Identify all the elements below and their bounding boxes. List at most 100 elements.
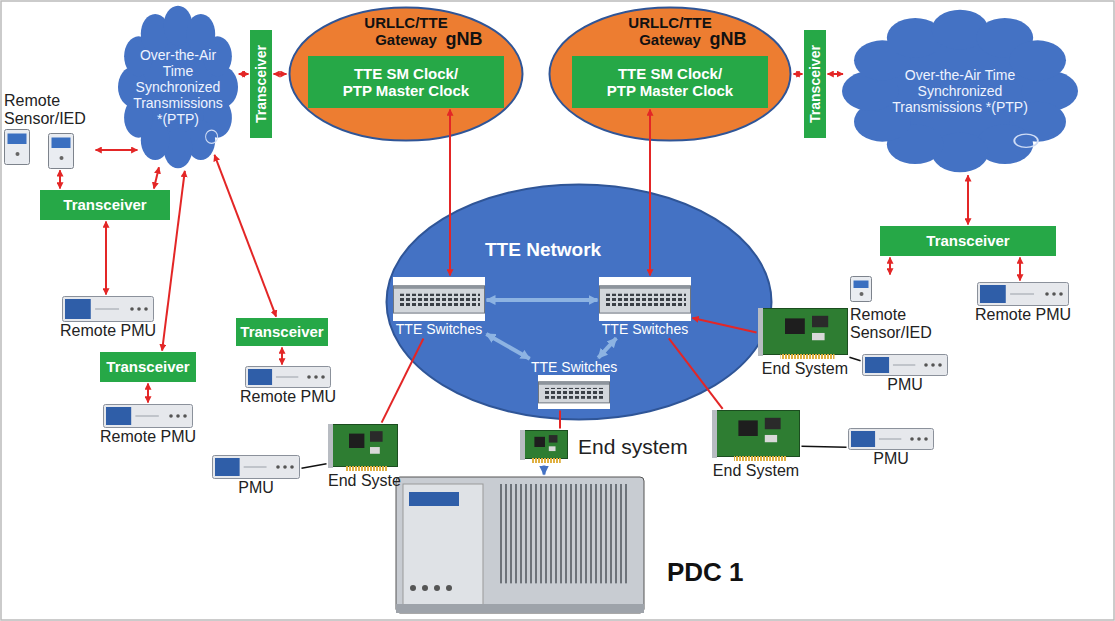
board-device: End System [758, 308, 848, 378]
connector [214, 155, 276, 317]
pmu-icon [212, 455, 300, 479]
transceiver-box: Transceiver [236, 318, 328, 346]
device-label: PMU [873, 450, 909, 468]
connector [559, 411, 561, 429]
device-label: Remote PMU [975, 306, 1071, 324]
device-label: PDC 1 [667, 558, 744, 588]
connector [487, 298, 598, 302]
pmu-icon [848, 428, 934, 450]
device-label: End System [713, 462, 799, 480]
device-label: TTE Switches [531, 359, 617, 375]
pmu-device: PMU [862, 354, 948, 394]
cloud-network: Over-the-Air Time Synchronized Transmiss… [842, 8, 1078, 174]
connector [889, 258, 891, 275]
pmu-icon [977, 282, 1069, 306]
pmu-icon [62, 296, 154, 322]
node-label: Transceiver [63, 196, 146, 213]
node-label: URLLC/TTE Gateway [622, 14, 718, 49]
node-label: Over-the-Air Time Synchronized Transmiss… [885, 67, 1035, 115]
transceiver-box: Transceiver [880, 226, 1056, 256]
switch-device: TTE Switches [393, 277, 485, 337]
board-device: End system [520, 430, 688, 464]
connector [105, 222, 107, 295]
gateway-ellipse: URLLC/TTE GatewaygNBTTE SM Clock/ PTP Ma… [548, 6, 792, 142]
connector [828, 73, 844, 75]
board-device: End Syste [328, 424, 401, 490]
connector [274, 73, 287, 75]
transceiver-box: Transceiver [40, 190, 170, 220]
pmu-icon [103, 404, 193, 428]
pmu-icon [245, 366, 331, 388]
pmu-icon [862, 354, 948, 376]
gateway-ellipse: URLLC/TTE GatewaygNB TTE SM Clock/ PTP Ma… [288, 6, 524, 142]
network-ellipse: TTE NetworkTTE SwitchesTTE SwitchesTTE S… [385, 183, 773, 421]
pmu-device: PMU [848, 428, 934, 468]
device-label: End Syste [328, 472, 401, 490]
connector [649, 110, 651, 276]
device-label: End System [762, 360, 848, 378]
node-label: Transceiver [926, 232, 1009, 249]
connector [692, 318, 756, 333]
board-icon [758, 308, 848, 360]
connector [486, 334, 529, 359]
node-label: Transceiver [106, 358, 189, 375]
board-icon [712, 410, 800, 462]
connector [669, 338, 723, 409]
connector [301, 464, 326, 468]
connector [154, 167, 159, 188]
connector [849, 357, 860, 360]
board-icon [520, 430, 568, 464]
node-label: URLLC/TTE Gateway [358, 14, 454, 49]
connector [382, 338, 424, 422]
device-label: End system [578, 435, 688, 459]
node-label: TTE Network [485, 239, 601, 261]
connector [96, 149, 138, 151]
device-label: PMU [238, 479, 274, 497]
connector [794, 73, 803, 75]
node-label: TTE SM Clock/ PTP Master Clock [338, 65, 474, 100]
connector [543, 466, 546, 475]
node-label: TTE SM Clock/ PTP Master Clock [602, 65, 738, 100]
connector [147, 384, 149, 403]
device-label: Remote PMU [100, 428, 196, 446]
connector [598, 338, 616, 358]
device-label: TTE Switches [602, 321, 688, 337]
pmu-device: PMU [212, 455, 300, 497]
pdc-device: PDC 1 [395, 476, 744, 614]
device-label: TTE Switches [396, 321, 482, 337]
board-icon [328, 424, 398, 472]
pmu-device: Remote PMU [60, 296, 156, 340]
clock-box: TTE SM Clock/ PTP Master Clock [308, 56, 504, 108]
sensor-icon [850, 276, 872, 306]
connector [967, 175, 969, 224]
switch-device: TTE Switches [531, 359, 617, 409]
node-label: Transceiver [240, 323, 323, 340]
switch-device: TTE Switches [599, 277, 691, 337]
node-label: Transceiver [807, 45, 823, 123]
switch-icon [599, 277, 691, 321]
device-label: PMU [887, 376, 923, 394]
transceiver-box: Transceiver [804, 30, 826, 138]
sensor2-icon [4, 129, 74, 169]
connector [162, 171, 185, 351]
connector [449, 110, 451, 276]
node-label: gNB [446, 29, 483, 50]
sensor-device: Remote Sensor/IED [850, 276, 940, 343]
device-label: Remote PMU [240, 388, 336, 406]
device-label: Remote PMU [60, 322, 156, 340]
switch-icon [538, 375, 610, 409]
connector [802, 446, 847, 447]
board-device: End System [712, 410, 800, 480]
connector [1019, 258, 1021, 281]
connector [59, 170, 61, 188]
device-label: Remote Sensor/IED [4, 92, 94, 129]
pmu-device: Remote PMU [100, 404, 196, 446]
clock-box: TTE SM Clock/ PTP Master Clock [572, 56, 768, 108]
node-label: Transceiver [253, 45, 269, 123]
pmu-device: Remote PMU [240, 366, 336, 406]
connector [281, 348, 283, 365]
pmu-device: Remote PMU [975, 282, 1071, 324]
transceiver-box: Transceiver [100, 352, 196, 382]
